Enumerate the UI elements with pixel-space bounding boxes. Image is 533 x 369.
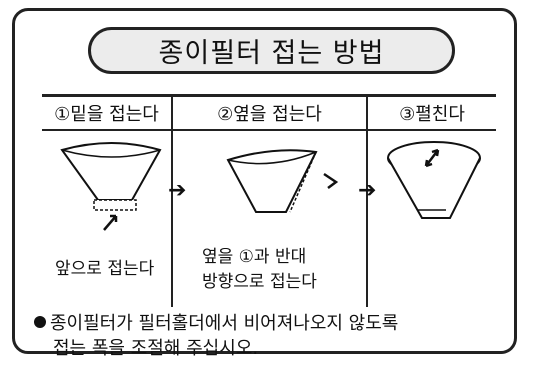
step-1-filter-illustration — [60, 142, 162, 231]
bullet-icon — [34, 316, 46, 328]
steps-table: ①밑을 접는다 ②옆을 접는다 ③펼친다 — [42, 94, 496, 307]
step-2-caption: 옆을 ①과 반대 방향으로 접는다 — [202, 247, 317, 292]
note-line-1: 종이필터가 필터홀더에서 비어져나오지 않도록 — [50, 313, 399, 334]
page-title-text: 종이필터 접는 방법 — [158, 38, 385, 69]
fold-forward-arrow-icon — [103, 214, 118, 231]
step-2-label: ②옆을 접는다 — [217, 104, 322, 125]
column-divider-2 — [366, 131, 368, 307]
right-arrow-icon: ➔ — [358, 178, 377, 203]
fold-line — [289, 151, 317, 213]
step-2-header: ②옆을 접는다 — [173, 97, 368, 129]
steps-header-row: ①밑을 접는다 ②옆을 접는다 ③펼친다 — [42, 97, 496, 131]
column-divider-1 — [171, 131, 173, 307]
step-1-header: ①밑을 접는다 — [42, 97, 173, 129]
fold-line — [93, 199, 137, 211]
page-title: 종이필터 접는 방법 — [88, 27, 455, 74]
filter-body — [226, 149, 318, 213]
step-1-caption: 앞으로 접는다 — [55, 259, 155, 279]
right-arrow-icon: ➔ — [168, 178, 187, 203]
filter-body — [60, 142, 162, 201]
step-1-label: ①밑을 접는다 — [54, 104, 159, 125]
fold-back-arrow-icon — [323, 172, 339, 189]
step-3-header: ③펼친다 — [368, 97, 496, 129]
step-3-filter-illustration — [387, 141, 481, 219]
note-line-2: 접는 폭을 조절해 주십시오. — [53, 338, 259, 359]
filter-rim — [227, 151, 317, 165]
note: 종이필터가 필터홀더에서 비어져나오지 않도록 접는 폭을 조절해 주십시오. — [34, 311, 398, 361]
step-2-filter-illustration — [226, 149, 339, 213]
filter-body — [387, 157, 481, 219]
step-3-label: ③펼친다 — [399, 104, 465, 125]
filter-rim — [61, 149, 161, 158]
expand-arrow-icon — [424, 148, 440, 168]
